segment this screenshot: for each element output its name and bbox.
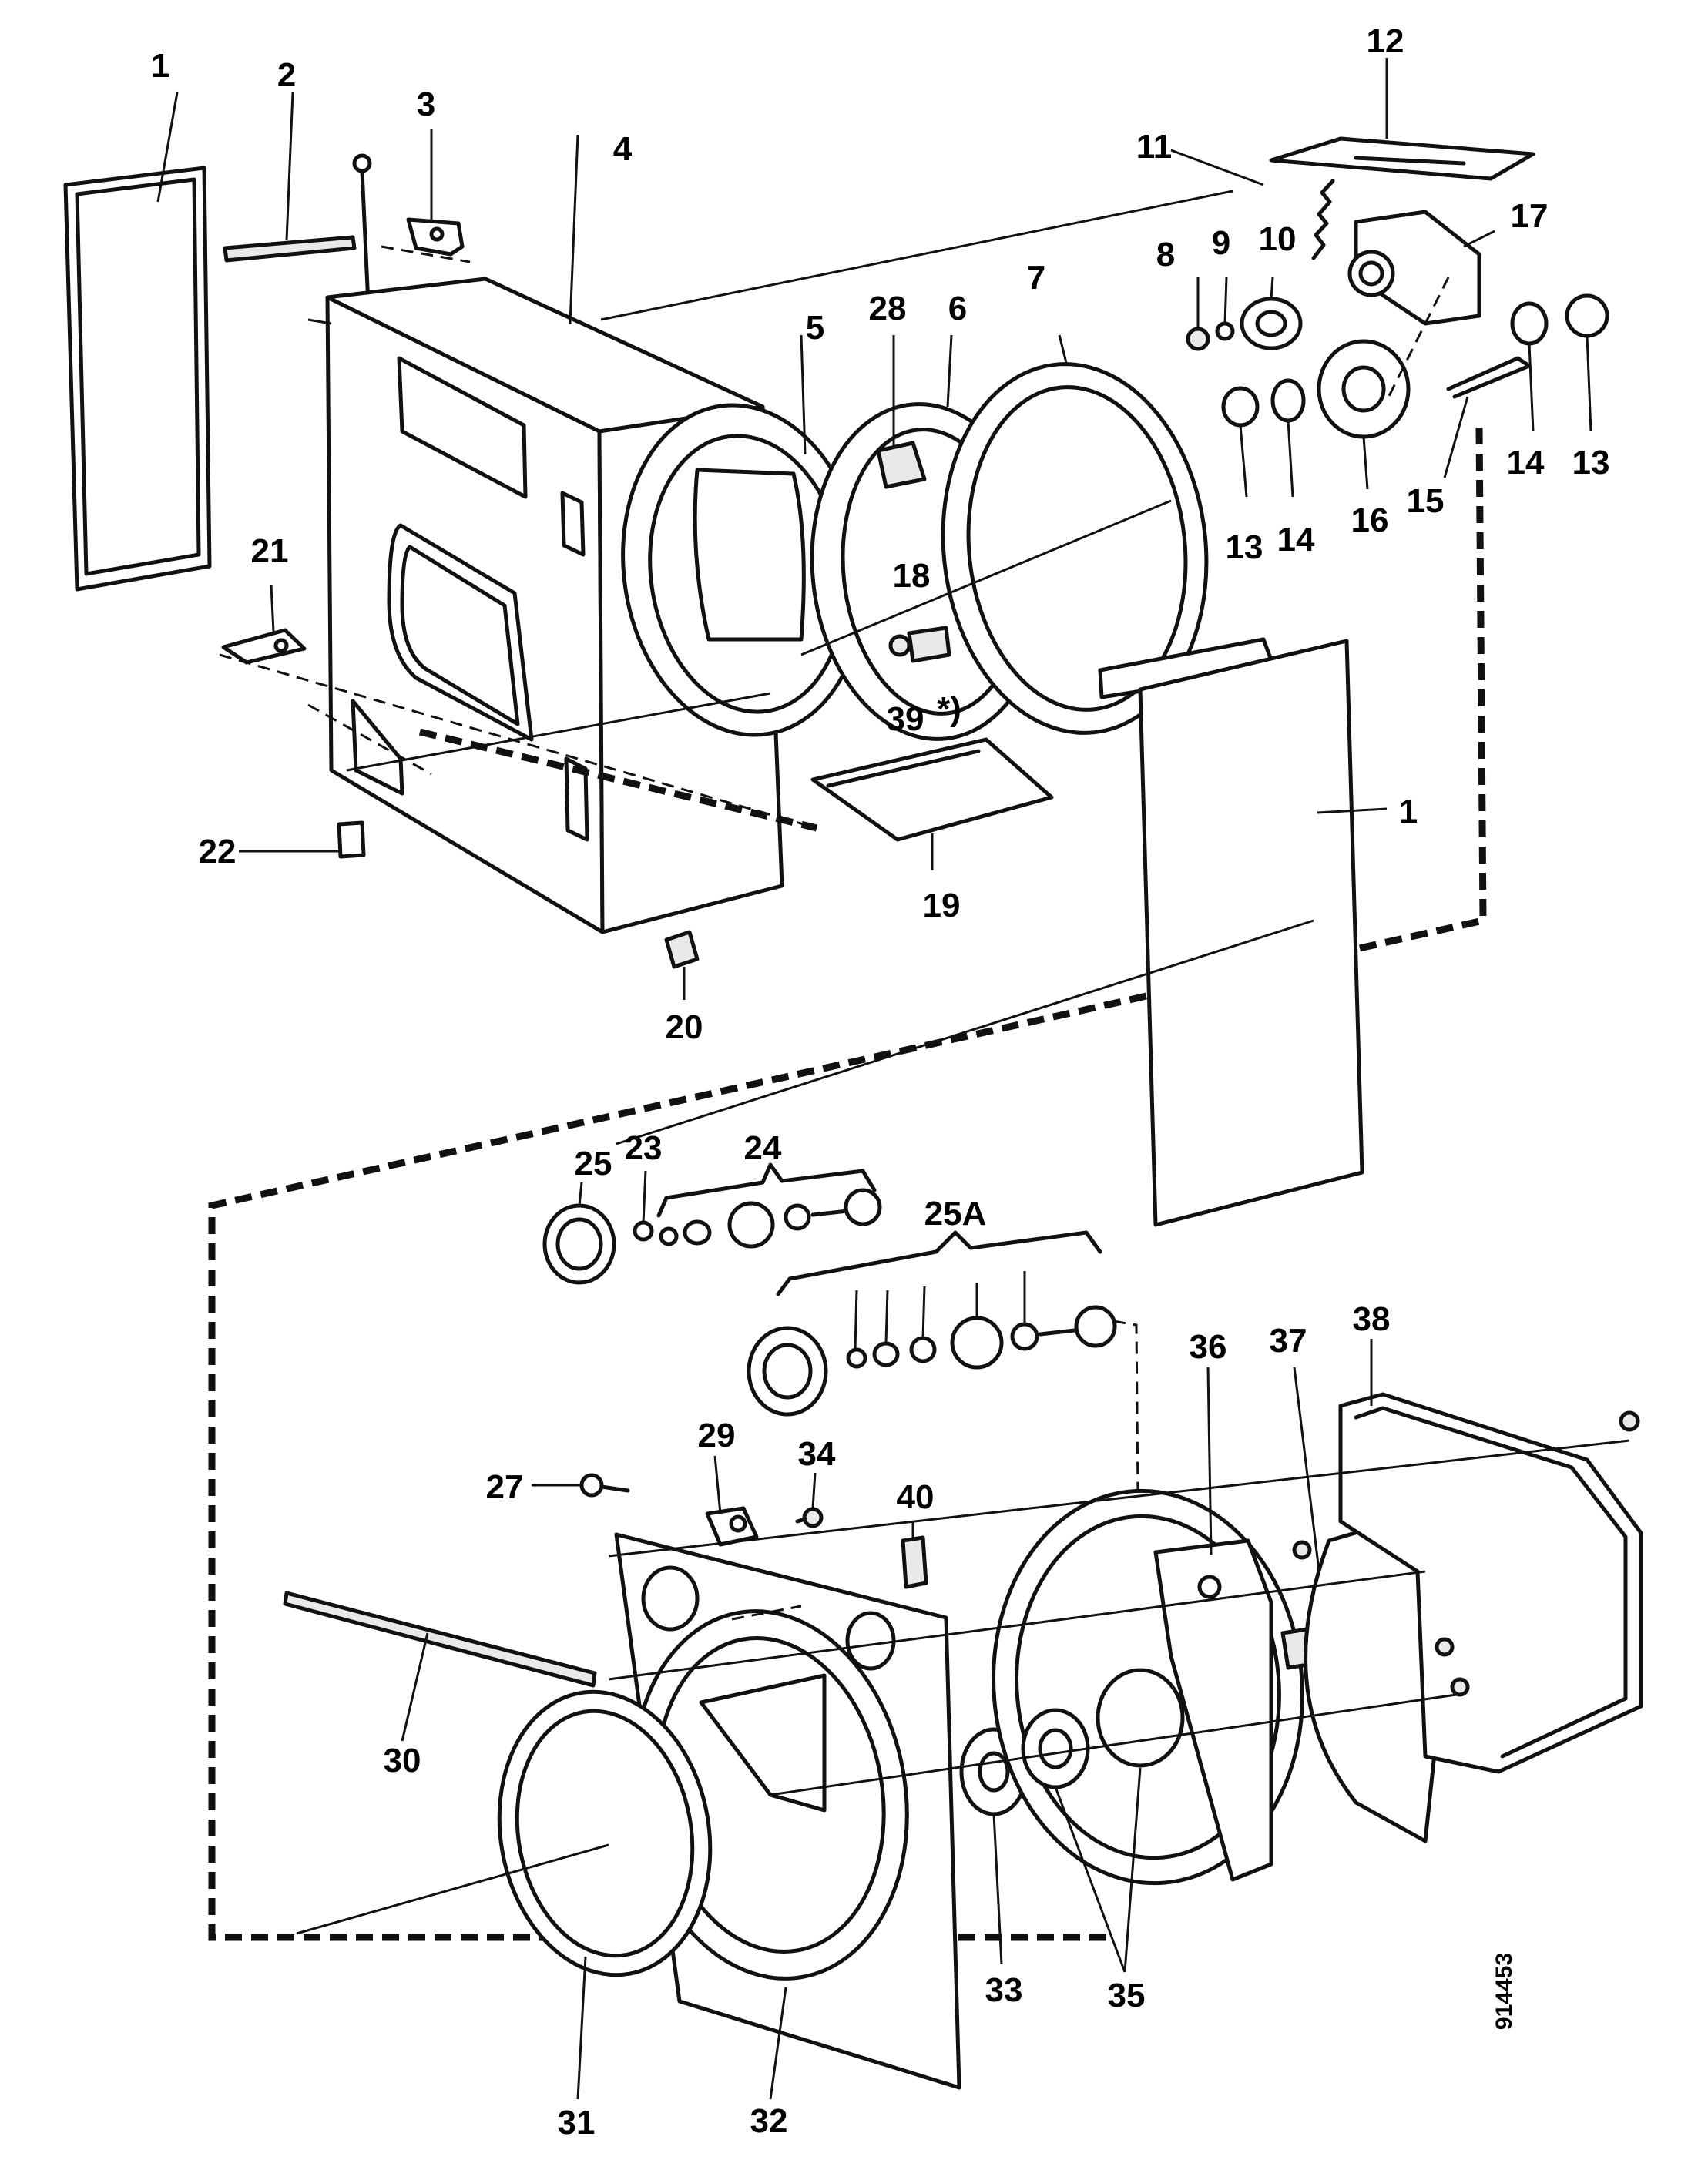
callout-10: 10 <box>1259 220 1297 258</box>
callout-6: 6 <box>948 290 967 327</box>
callout-1: 1 <box>151 47 169 85</box>
callout-27: 27 <box>486 1468 524 1506</box>
callout-13b: 13 <box>1226 528 1263 566</box>
callout-3: 3 <box>417 86 435 123</box>
callout-15: 15 <box>1407 482 1445 520</box>
part-39-screw <box>888 634 911 657</box>
part-40-block <box>901 1535 928 1589</box>
callout-28: 28 <box>869 290 907 327</box>
part-19-base-plate <box>810 737 1054 842</box>
part-16-idler-pulley <box>1317 339 1411 439</box>
callout-33: 33 <box>985 1971 1023 2009</box>
callout-9: 9 <box>1212 224 1230 262</box>
callout-39-note: *) <box>937 690 961 728</box>
part-38-heater-housing <box>1338 1392 1643 1774</box>
callout-17: 17 <box>1511 197 1549 235</box>
callout-1b: 1 <box>1399 793 1418 830</box>
part-17-motor-bracket <box>1347 210 1481 326</box>
callout-31: 31 <box>558 2104 596 2142</box>
screw-icon <box>1292 1410 1640 1697</box>
part-30-strip <box>283 1591 597 1688</box>
part-18-clip <box>907 626 951 663</box>
part-4-cabinet <box>307 134 784 934</box>
part-13-bushing <box>1221 386 1260 428</box>
part-10-pulley <box>1240 297 1303 350</box>
callout-32: 32 <box>750 2102 788 2140</box>
callout-24: 24 <box>744 1129 782 1167</box>
callout-12: 12 <box>1367 22 1404 60</box>
part-12-top-plate <box>1269 136 1535 181</box>
part-24-shaft-kit <box>659 1188 882 1249</box>
callout-5: 5 <box>806 309 824 347</box>
part-14-bearing-right <box>1510 301 1549 346</box>
screw-icon <box>352 153 372 307</box>
reference-code: 914453 <box>1492 1953 1517 2030</box>
callout-36: 36 <box>1190 1328 1227 1366</box>
part-28-clip <box>876 441 927 489</box>
callout-23: 23 <box>625 1129 663 1167</box>
callout-14b: 14 <box>1277 521 1315 558</box>
callout-8: 8 <box>1156 236 1175 273</box>
callout-34: 34 <box>798 1435 836 1473</box>
callout-2: 2 <box>277 56 296 94</box>
part-14-bearing <box>1270 378 1306 423</box>
part-11-spring <box>1311 179 1335 260</box>
callout-13: 13 <box>1572 444 1610 481</box>
callout-25A: 25A <box>924 1195 987 1233</box>
part-34-screw <box>795 1507 824 1528</box>
part-15-wire-link <box>1446 356 1532 399</box>
part-20-pad <box>664 930 700 969</box>
part-23-washer <box>633 1220 654 1242</box>
callout-11: 11 <box>1136 128 1173 166</box>
callout-4: 4 <box>613 130 633 168</box>
callout-37: 37 <box>1270 1322 1307 1360</box>
part-31-door-seal <box>497 1689 713 1977</box>
callout-19: 19 <box>923 887 961 924</box>
callout-29: 29 <box>698 1417 736 1454</box>
callout-25: 25 <box>575 1145 612 1182</box>
callout-18: 18 <box>893 557 931 595</box>
part-25A-fan-kit <box>747 1305 1117 1417</box>
part-9-washer <box>1215 321 1235 341</box>
part-5-front-frame <box>621 403 866 737</box>
part-8-nut <box>1186 327 1210 351</box>
callout-30: 30 <box>384 1742 421 1779</box>
callout-14: 14 <box>1507 444 1545 481</box>
part-2-strip <box>223 235 357 263</box>
callout-21: 21 <box>251 532 289 570</box>
part-22-foot <box>239 820 366 859</box>
callout-40: 40 <box>897 1478 935 1516</box>
part-21-bracket <box>221 628 307 665</box>
callout-7: 7 <box>1027 259 1045 297</box>
callout-20: 20 <box>666 1008 703 1046</box>
callout-35: 35 <box>1108 1977 1146 2014</box>
callout-38: 38 <box>1353 1300 1391 1338</box>
part-36-duct <box>1153 1538 1273 1882</box>
part-13-cap-right <box>1565 293 1609 338</box>
part-3-bracket <box>406 217 465 257</box>
part-7-door-ring <box>941 362 1209 735</box>
callout-39: 39 <box>887 700 924 738</box>
callout-22: 22 <box>199 833 237 870</box>
part-25-fan-wheel <box>542 1203 616 1285</box>
part-27-bolt <box>579 1473 630 1498</box>
part-1-side-panel-right <box>1098 637 1364 1227</box>
part-1-side-panel-left <box>63 166 212 592</box>
callout-16: 16 <box>1351 501 1389 539</box>
part-29-hinge <box>705 1506 759 1547</box>
